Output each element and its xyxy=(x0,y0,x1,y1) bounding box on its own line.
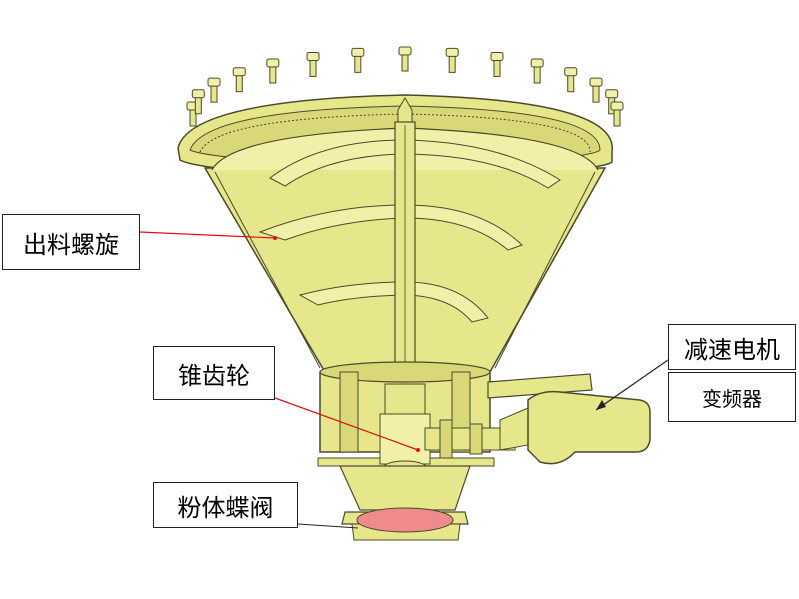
label-bevel-gear: 锥齿轮 xyxy=(153,346,275,400)
leader-lines xyxy=(139,231,669,529)
bolt-icon xyxy=(610,101,624,127)
bolt-icon xyxy=(398,46,412,72)
bolt-icon xyxy=(445,47,459,73)
bolt-icon xyxy=(232,67,246,93)
bolt-icon xyxy=(266,58,280,84)
central-shaft xyxy=(394,97,416,385)
powder-butterfly-valve-text: 粉体蝶阀 xyxy=(177,493,274,522)
bolt-icon xyxy=(589,77,603,103)
bolt-icon xyxy=(564,67,578,93)
vfd-text: 变频器 xyxy=(702,386,762,411)
outlet-cone xyxy=(339,465,471,541)
discharge-spiral-text: 出料螺旋 xyxy=(23,230,119,259)
bolt-icon xyxy=(207,77,221,103)
reduction-motor-text: 减速电机 xyxy=(684,335,780,364)
label-discharge-spiral: 出料螺旋 xyxy=(2,214,140,270)
label-powder-butterfly-valve: 粉体蝶阀 xyxy=(153,482,298,528)
bolt-icon xyxy=(191,89,205,115)
bolt-icon xyxy=(351,47,365,73)
flange-bolts xyxy=(186,46,624,127)
bevel-gear-text: 锥齿轮 xyxy=(178,361,250,390)
bolt-icon xyxy=(490,51,504,77)
motor-assembly xyxy=(487,373,651,465)
label-reduction-motor: 减速电机 xyxy=(668,324,796,370)
bolt-icon xyxy=(530,58,544,84)
spiral-blades xyxy=(258,139,561,323)
label-vfd: 变频器 xyxy=(668,372,796,422)
butterfly-valve-disc xyxy=(356,507,454,533)
bolt-icon xyxy=(306,51,320,77)
